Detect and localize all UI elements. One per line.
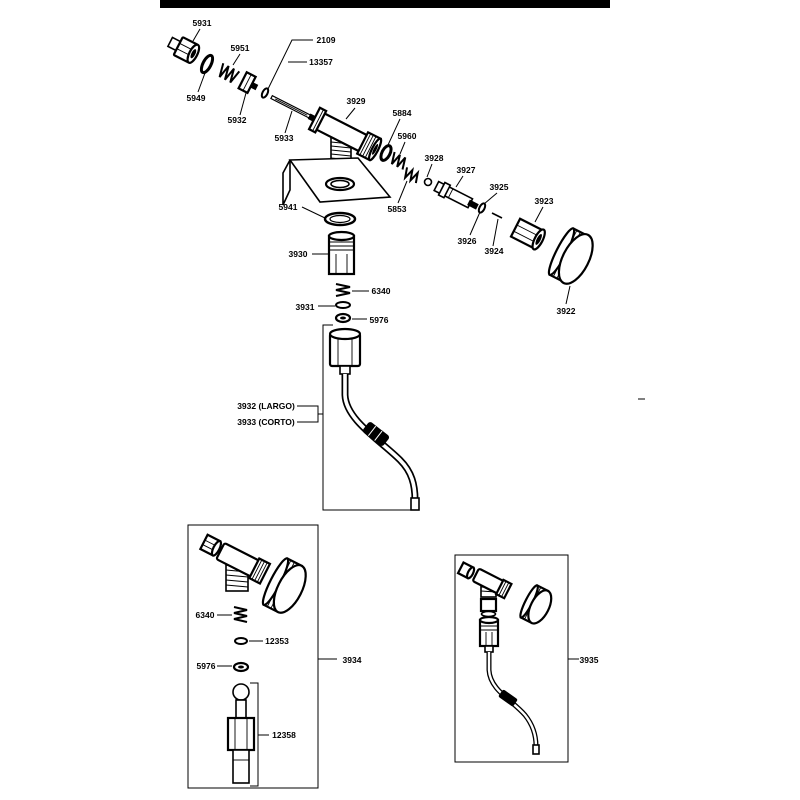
callout-3928: 3928 — [425, 153, 444, 163]
callout-5931: 5931 — [193, 18, 212, 28]
callout-3932-largo: 3932 (LARGO) — [237, 401, 295, 411]
kit-3934-part-12358-probe — [226, 699, 256, 784]
kit-3934-valve — [198, 533, 307, 614]
kit-3935-hose — [486, 652, 540, 755]
kit-3934-callout-5976: 5976 — [197, 661, 216, 671]
main-assembly — [166, 36, 594, 324]
callout-3927: 3927 — [457, 165, 476, 175]
callout-3926: 3926 — [458, 236, 477, 246]
callout-3923: 3923 — [535, 196, 554, 206]
part-3924-pin — [491, 212, 503, 219]
part-5951-spring — [218, 62, 241, 84]
callout-3922: 3922 — [557, 306, 576, 316]
leader-lines — [192, 28, 571, 320]
kit-3935-label: 3935 — [580, 655, 599, 665]
mounting-bracket-plate — [282, 157, 392, 206]
header-bar — [160, 0, 610, 8]
part-5941-ring — [323, 211, 357, 227]
part-3929-tee-body — [307, 106, 383, 162]
part-5949-washer — [199, 53, 215, 75]
callout-13357: 13357 — [309, 57, 333, 67]
callout-3929: 3929 — [347, 96, 366, 106]
callout-5941: 5941 — [279, 202, 298, 212]
kit-3934-ball — [232, 683, 250, 701]
kit-3934-callout-12353: 12353 — [265, 636, 289, 646]
callout-3933-corto: 3933 (CORTO) — [237, 417, 295, 427]
callout-5976: 5976 — [370, 315, 389, 325]
hose-sleeve — [362, 422, 390, 446]
callout-5933: 5933 — [275, 133, 294, 143]
kit-3934-frame — [187, 524, 319, 789]
part-3927-stem — [433, 180, 479, 210]
callout-3925: 3925 — [490, 182, 509, 192]
kit-3934-part-5976-nut — [232, 661, 250, 673]
part-2109-ring — [260, 87, 270, 99]
callout-6340: 6340 — [372, 286, 391, 296]
callout-3930: 3930 — [289, 249, 308, 259]
callout-5932: 5932 — [228, 115, 247, 125]
callout-3931: 3931 — [296, 302, 315, 312]
kit-3934-callout-6340: 6340 — [196, 610, 215, 620]
kit-3934-panel: 3934 — [187, 524, 362, 789]
hose-tip — [410, 497, 420, 511]
part-5853-spring — [403, 166, 420, 184]
part-3930-coupling — [327, 230, 356, 276]
part-3925-ring — [477, 202, 487, 214]
callout-5884: 5884 — [393, 108, 412, 118]
part-5976-nut — [334, 312, 352, 324]
callout-5949: 5949 — [187, 93, 206, 103]
part-3931-washer — [335, 301, 351, 309]
part-5932-nut — [237, 70, 259, 95]
part-5933-needle — [270, 94, 318, 123]
kit-3934-label: 3934 — [343, 655, 362, 665]
hose-assembly — [297, 324, 420, 511]
kit-3935-panel: 3935 — [454, 554, 599, 763]
kit-3934-callout-12358: 12358 — [272, 730, 296, 740]
part-3923-nut — [509, 217, 546, 251]
part-5931-fitting — [166, 36, 201, 64]
callout-3924: 3924 — [485, 246, 504, 256]
kit-3934-part-12353-washer — [234, 637, 248, 645]
part-5960-spring — [390, 151, 407, 170]
part-3928-ball — [423, 177, 433, 187]
hose-bracket — [322, 324, 413, 511]
callout-5951: 5951 — [231, 43, 250, 53]
main-callouts: 5931 5951 5949 5932 2109 13357 3929 5933… — [187, 18, 576, 427]
callout-5853: 5853 — [388, 204, 407, 214]
part-5884-ring — [379, 144, 393, 162]
kit-3935-valve — [456, 560, 553, 653]
callout-2109: 2109 — [317, 35, 336, 45]
part-3922-knob — [547, 226, 594, 285]
kit-3934-part-6340-spring — [233, 606, 248, 623]
part-6340-spring — [335, 283, 351, 297]
callout-5960: 5960 — [398, 131, 417, 141]
